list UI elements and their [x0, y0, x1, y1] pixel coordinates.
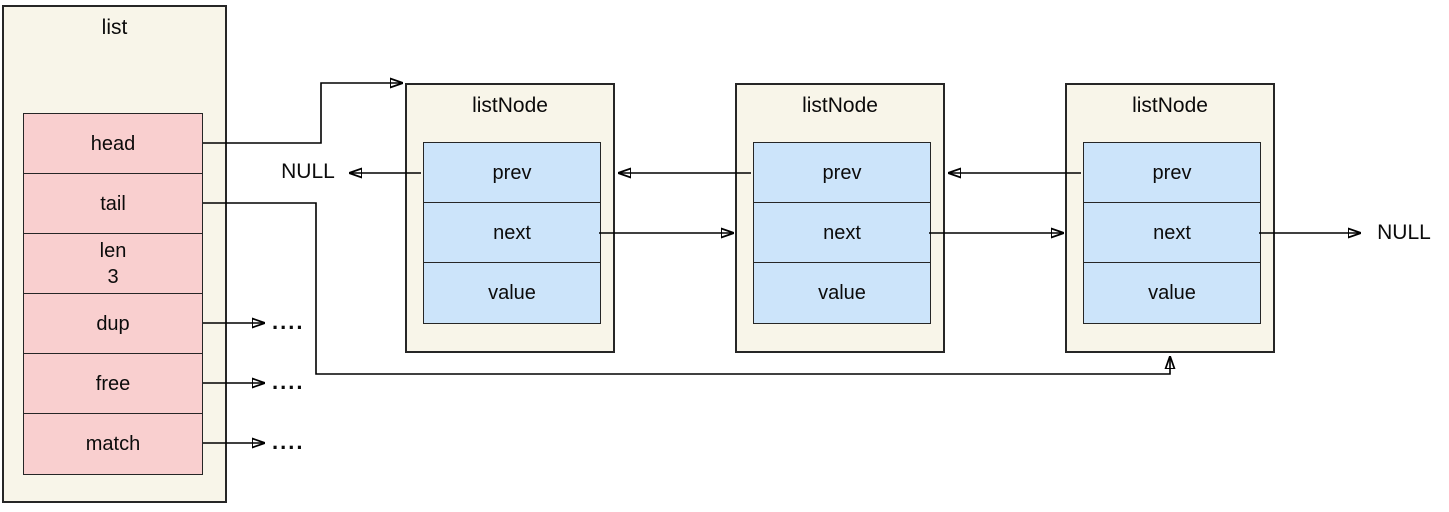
- list-struct-box: list head tail len 3 dup free match: [2, 5, 227, 503]
- list-field-tail: tail: [23, 173, 203, 235]
- node1-field-next-label: next: [493, 222, 531, 244]
- dots-dup: ....: [272, 309, 305, 334]
- listnode-box-3: listNode prev next value: [1065, 83, 1275, 353]
- listnode-3-title: listNode: [1132, 94, 1208, 117]
- node3-field-prev: prev: [1083, 142, 1261, 204]
- list-field-tail-label: tail: [100, 193, 126, 215]
- listnode-2-title: listNode: [802, 94, 878, 117]
- list-field-len: len 3: [23, 233, 203, 295]
- null-label-left: NULL: [281, 160, 335, 183]
- arrow-tail-to-node3: [203, 202, 1170, 375]
- listnode-box-1: listNode prev next value: [405, 83, 615, 353]
- list-field-len-label: len: [99, 240, 127, 262]
- node2-field-next: next: [753, 202, 931, 264]
- node1-field-prev: prev: [423, 142, 601, 204]
- node2-field-next-label: next: [823, 222, 861, 244]
- list-field-dup-label: dup: [96, 313, 130, 335]
- list-field-free-label: free: [95, 373, 131, 395]
- list-field-free: free: [23, 353, 203, 415]
- node2-field-value-label: value: [818, 282, 866, 304]
- node1-field-next: next: [423, 202, 601, 264]
- list-field-len-value: 3: [107, 266, 119, 288]
- node3-field-next-label: next: [1153, 222, 1191, 244]
- node2-field-value: value: [753, 262, 931, 324]
- node1-field-value-label: value: [488, 282, 536, 304]
- arrow-head-to-node1: [203, 83, 402, 144]
- listnode-box-2: listNode prev next value: [735, 83, 945, 353]
- dots-match: ....: [272, 429, 305, 454]
- list-field-head: head: [23, 113, 203, 175]
- list-field-head-label: head: [90, 133, 136, 155]
- node3-field-value: value: [1083, 262, 1261, 324]
- list-box-title: list: [101, 16, 128, 39]
- list-field-match: match: [23, 413, 203, 475]
- list-field-dup: dup: [23, 293, 203, 355]
- node3-field-value-label: value: [1148, 282, 1196, 304]
- node3-field-prev-label: prev: [1152, 162, 1192, 184]
- node1-field-prev-label: prev: [492, 162, 532, 184]
- list-field-match-label: match: [85, 433, 141, 455]
- node1-field-value: value: [423, 262, 601, 324]
- dots-free: ....: [272, 369, 305, 394]
- node2-field-prev-label: prev: [822, 162, 862, 184]
- null-label-right: NULL: [1377, 221, 1431, 244]
- node2-field-prev: prev: [753, 142, 931, 204]
- node3-field-next: next: [1083, 202, 1261, 264]
- listnode-1-title: listNode: [472, 94, 548, 117]
